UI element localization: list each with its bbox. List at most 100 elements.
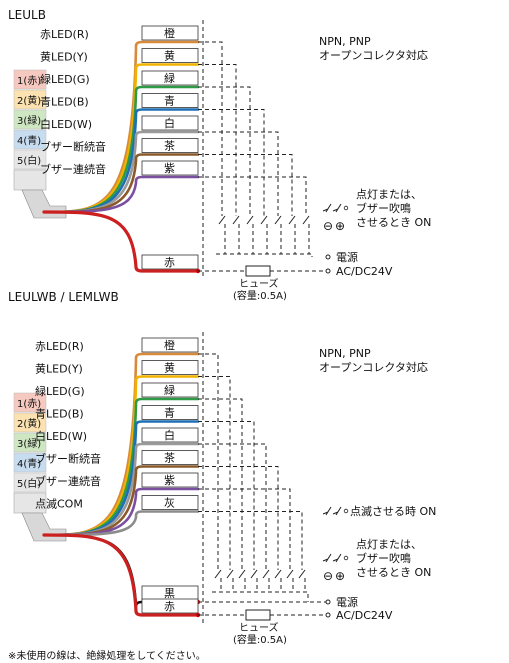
tower-tier [13, 69, 47, 90]
switch-contact [288, 215, 296, 225]
led-label: 緑LED(G) [40, 72, 90, 86]
wire-label-box [141, 115, 199, 131]
signal-line [198, 131, 279, 216]
tower-tier-label: 2(黄) [17, 94, 41, 107]
wire-label-box [141, 70, 199, 86]
diagram-title: LEULB [8, 8, 46, 22]
led-label: 白LED(W) [35, 429, 87, 443]
wire-color-label: 青 [164, 407, 175, 420]
wire-color-label: 白 [164, 428, 175, 442]
wire [42, 175, 200, 214]
wire-color-label: 橙 [164, 26, 175, 40]
signal-line [198, 376, 231, 570]
wire-color-label: 白 [164, 116, 175, 130]
tower-tier [13, 412, 47, 433]
switch-contact [226, 569, 234, 579]
tower-tier [13, 392, 47, 413]
led-label: ブザー連続音 [35, 474, 101, 488]
blink-note: 点滅させる時 ON [350, 505, 436, 518]
switch-contact [238, 569, 246, 579]
wire-label-box [141, 598, 199, 614]
output-transistor-icon [322, 506, 332, 516]
wire-color-label: 茶 [164, 452, 175, 465]
tower-tier-label: 2(黄) [17, 417, 41, 430]
wire [42, 533, 200, 617]
signal-line [198, 86, 251, 216]
fuse-spec: (容量:0.5A) [233, 289, 287, 302]
signal-line [198, 443, 267, 570]
led-label: ブザー連続音 [40, 162, 106, 176]
switch-contact [262, 569, 270, 579]
signal-line [198, 488, 291, 570]
power-spec: AC/DC24V [336, 265, 393, 278]
common-bus [216, 253, 313, 257]
wire-label-box [141, 138, 199, 153]
tower-tier-label: 5(白) [17, 154, 41, 167]
led-label: 赤LED(R) [40, 28, 89, 41]
footer-note: ※未使用の線は、絶縁処理をしてください。 [8, 649, 206, 662]
tower-tier-label: 4(青) [17, 134, 41, 147]
wire-label-box [141, 337, 199, 353]
led-label: 青LED(B) [35, 408, 84, 421]
tower-tier-label: 3(緑) [17, 114, 41, 127]
wire-color-label: 赤 [164, 600, 175, 613]
polarity-minus-icon: ⊖ [323, 569, 333, 583]
terminal-dot [343, 555, 349, 561]
switch-contact [260, 215, 268, 225]
tower-tier [13, 129, 47, 150]
signal-line [198, 41, 223, 216]
terminal-dot [325, 254, 331, 260]
wire-label-box [141, 427, 199, 443]
led-label: ブザー断続音 [35, 452, 101, 466]
diagram-leulwb-lemlwb: LEULWB / LEMLWB1(赤)2(黄)3(緑)4(青)5(白)赤LED(… [8, 290, 436, 646]
signal-line [198, 353, 219, 570]
terminal-dot [325, 268, 331, 274]
terminal-dot [325, 612, 331, 618]
tower-mount-bracket [21, 189, 67, 219]
switch-contact [214, 569, 222, 579]
terminal-dot [343, 508, 349, 514]
signal-line [198, 109, 265, 216]
output-transistor-icon [332, 506, 342, 516]
switch-contact [286, 569, 294, 579]
polarity-plus-icon: ⊕ [335, 569, 345, 583]
tower-tier [13, 452, 47, 473]
signal-line [198, 154, 293, 216]
led-label: 点滅COM [35, 498, 83, 511]
wire-label-box [141, 48, 199, 63]
buzzer-note: 点灯または、ブザー吹鳴させるとき ON [356, 538, 431, 579]
wire-color-label: 茶 [164, 140, 175, 153]
polarity-minus-icon: ⊖ [323, 219, 333, 233]
wire-color-label: 緑 [164, 71, 175, 85]
led-label: 黄LED(Y) [40, 50, 88, 64]
led-label: ブザー断続音 [40, 140, 106, 154]
power-label: 電源 [336, 595, 358, 609]
output-transistor-icon [322, 553, 332, 563]
tower-tier [13, 109, 47, 130]
wire-color-label: 赤 [164, 256, 175, 269]
switch-contact [302, 215, 310, 225]
led-label: 白LED(W) [40, 117, 92, 131]
terminal-dot [343, 205, 349, 211]
tower-tier-label: 4(青) [17, 457, 41, 470]
signal-line [198, 64, 237, 216]
wire-color-label: 黒 [164, 587, 175, 600]
fuse-spec: (容量:0.5A) [233, 633, 287, 646]
wire-color-label: 緑 [164, 383, 175, 397]
fuse-icon [245, 609, 271, 621]
wire-label-box [141, 160, 199, 176]
wire-label-box [141, 25, 199, 41]
tower-tier-label: 3(緑) [17, 437, 41, 450]
output-transistor-icon [332, 203, 342, 213]
signal-line [198, 466, 279, 570]
switch-contact [250, 569, 258, 579]
signal-line [198, 176, 307, 216]
wire-label-box [141, 405, 199, 420]
switch-contact [274, 569, 282, 579]
wire-label-box [141, 472, 199, 488]
wire-color-label: 紫 [164, 162, 175, 175]
terminal-dot [325, 599, 331, 605]
wire-label-box [141, 495, 199, 510]
